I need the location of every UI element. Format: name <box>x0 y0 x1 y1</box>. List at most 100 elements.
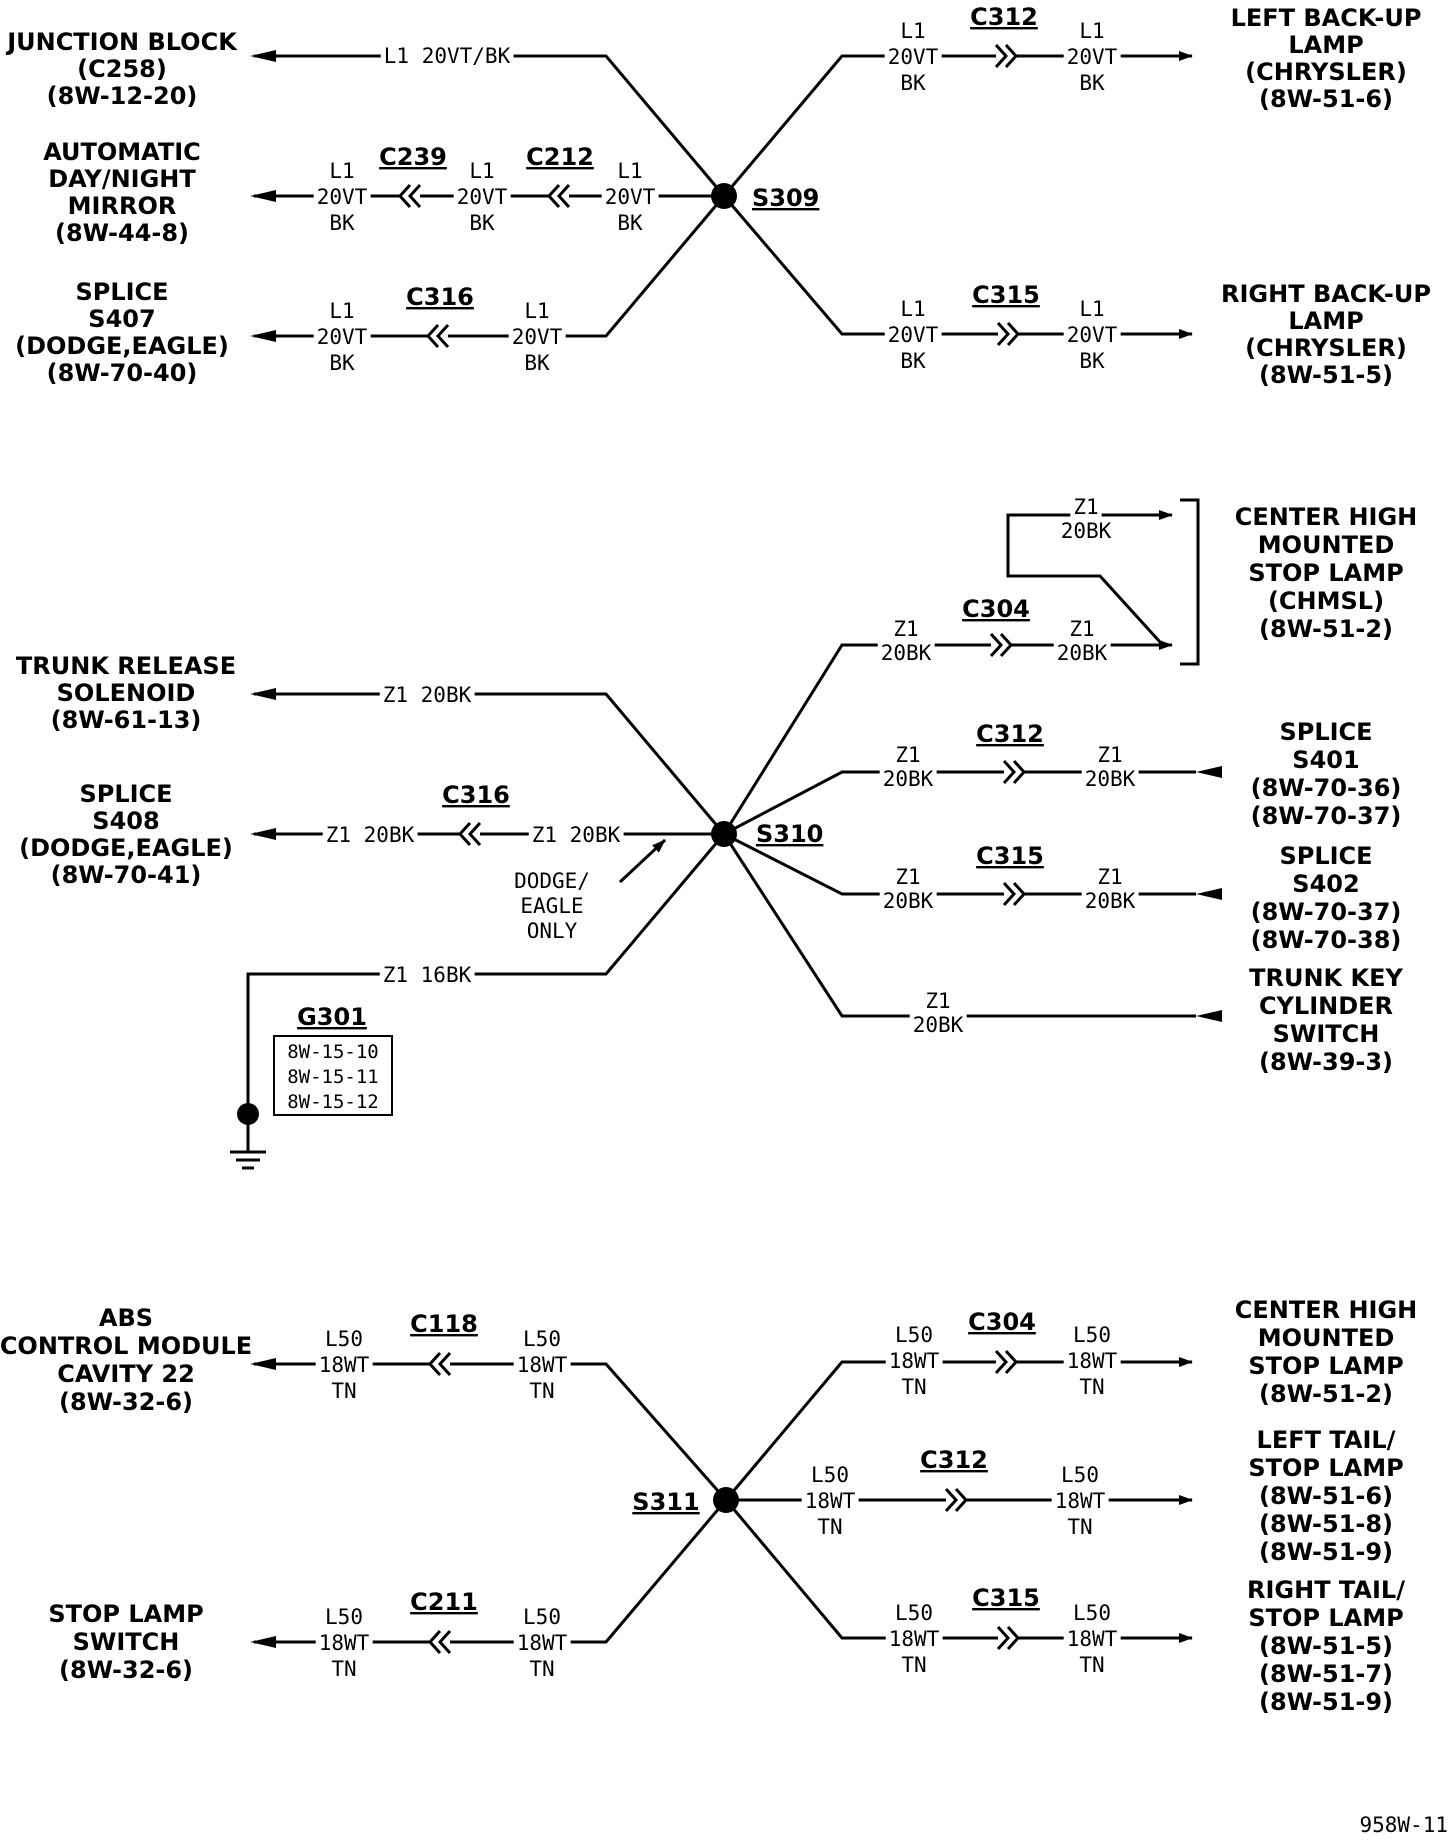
wire-label: 20BK <box>883 767 934 791</box>
wire-label: 20BK <box>881 641 932 665</box>
arrow-s401 <box>1196 766 1222 778</box>
right-backup-lamp-label: (CHRYSLER) <box>1245 334 1407 362</box>
chmsl-label: STOP LAMP <box>1248 559 1403 587</box>
wire-z1-s402 <box>723 832 1196 896</box>
s407-label: (DODGE,EAGLE) <box>15 332 229 360</box>
arrow-trunk-key <box>1196 1010 1222 1022</box>
wire-label: TN <box>901 1653 926 1677</box>
abs-module-label: (8W-32-6) <box>59 1388 193 1416</box>
wire-label: L1 <box>617 159 642 183</box>
wire-z1-chmsl <box>722 640 1173 835</box>
wire-label: Z1 20BK <box>383 683 472 707</box>
wire-label: TN <box>1079 1653 1104 1677</box>
wire-label: BK <box>1079 349 1105 373</box>
wire-label: BK <box>617 211 643 235</box>
wire-label: L50 <box>895 1601 933 1625</box>
mirror-label: MIRROR <box>68 192 177 220</box>
junction-block-label: JUNCTION BLOCK <box>5 28 238 56</box>
wire-label: 18WT <box>889 1627 940 1651</box>
note-leader <box>618 838 667 884</box>
splice-label-s309: S309 <box>752 184 819 212</box>
wire-label: TN <box>529 1379 554 1403</box>
ground-ref-box <box>273 1035 393 1116</box>
left-tail-label: (8W-51-9) <box>1259 1538 1393 1566</box>
wire-label: L1 <box>900 297 925 321</box>
left-tail-label: LEFT TAIL/ <box>1257 1426 1396 1454</box>
chmsl-label: STOP LAMP <box>1248 1352 1403 1380</box>
wire-label: TN <box>1067 1515 1092 1539</box>
arrow-mirror <box>250 190 276 202</box>
trunk-release-label: SOLENOID <box>57 679 196 707</box>
wire-label: L50 <box>1073 1323 1111 1347</box>
wire-l1-left-backup <box>722 51 1193 197</box>
chmsl-label: CENTER HIGH <box>1235 1296 1418 1324</box>
connector-c211-symbol <box>427 1629 452 1655</box>
arrow-s408 <box>250 828 276 840</box>
ground-ref: 8W-15-12 <box>287 1091 379 1113</box>
figure-id: 958W-11 <box>1359 1813 1448 1837</box>
wire-label: TN <box>331 1379 356 1403</box>
connector-c312: C312 <box>920 1446 988 1474</box>
wire-label: TN <box>331 1657 356 1681</box>
connector-c315-symbol <box>996 1625 1021 1651</box>
wire-label: Z1 <box>1097 865 1122 889</box>
connector-c211: C211 <box>410 1588 478 1616</box>
chmsl-label: CENTER HIGH <box>1235 503 1418 531</box>
dodge-eagle-note: ONLY <box>527 919 578 943</box>
wire-label: L1 <box>1079 297 1104 321</box>
s402-label: (8W-70-37) <box>1251 898 1402 926</box>
wire-label: L1 <box>329 299 354 323</box>
wire-label: 18WT <box>1067 1627 1118 1651</box>
connector-c315: C315 <box>972 281 1040 309</box>
wire-label: 18WT <box>889 1349 940 1373</box>
wire-label: L50 <box>325 1605 363 1629</box>
wire-label: 18WT <box>1055 1489 1106 1513</box>
wire-label: L50 <box>1073 1601 1111 1625</box>
dodge-eagle-note: DODGE/ <box>514 869 590 893</box>
right-tail-label: (8W-51-5) <box>1259 1632 1393 1660</box>
chmsl-label: (CHMSL) <box>1268 587 1384 615</box>
wire-label: BK <box>900 71 926 95</box>
splice-label-s310: S310 <box>756 820 823 848</box>
junction-block-label: (C258) <box>77 55 167 83</box>
wire-label: 20BK <box>1057 641 1108 665</box>
s407-label: (8W-70-40) <box>47 359 198 387</box>
abs-module-label: CONTROL MODULE <box>0 1332 252 1360</box>
connector-c316-symbol <box>457 821 482 847</box>
wire-z1-trunk-release <box>254 692 726 835</box>
wire-label: L50 <box>523 1327 561 1351</box>
wire-label: L1 20VT/BK <box>384 44 511 68</box>
wire-label: Z1 <box>1069 617 1094 641</box>
trunk-key-label: CYLINDER <box>1259 992 1393 1020</box>
chmsl-bracket <box>1180 498 1200 666</box>
wire-label: 20VT <box>888 323 939 347</box>
wire-label: L50 <box>325 1327 363 1351</box>
arrow-stop-switch <box>250 1636 276 1648</box>
wire-label: 20VT <box>317 185 368 209</box>
wire-l1-junction-block <box>254 54 726 197</box>
connector-c304-symbol <box>989 632 1014 658</box>
connector-c239-symbol <box>397 183 422 209</box>
wire-label: 20VT <box>512 325 563 349</box>
right-backup-lamp-label: (8W-51-5) <box>1259 361 1393 389</box>
stop-switch-label: SWITCH <box>73 1628 180 1656</box>
wire-label: L1 <box>900 19 925 43</box>
connector-c239: C239 <box>379 143 447 171</box>
wire-z1-trunk-key <box>722 833 1196 1018</box>
wire-label: BK <box>329 211 355 235</box>
s401-label: (8W-70-37) <box>1251 802 1402 830</box>
wire-label: 18WT <box>805 1489 856 1513</box>
wire-label: 20VT <box>605 185 656 209</box>
wire-label: Z1 <box>895 865 920 889</box>
arrow-trunk-release <box>250 688 276 700</box>
right-tail-label: (8W-51-7) <box>1259 1660 1393 1688</box>
trunk-release-label: TRUNK RELEASE <box>16 652 236 680</box>
ground-g301: G301 <box>297 1003 367 1031</box>
wire-l50-chmsl <box>724 1357 1193 1501</box>
s408-label: SPLICE <box>79 780 172 808</box>
left-tail-label: STOP LAMP <box>1248 1454 1403 1482</box>
ground-ref: 8W-15-10 <box>287 1041 379 1063</box>
wire-label: TN <box>529 1657 554 1681</box>
wire-label: BK <box>900 349 926 373</box>
wire-label: BK <box>469 211 495 235</box>
